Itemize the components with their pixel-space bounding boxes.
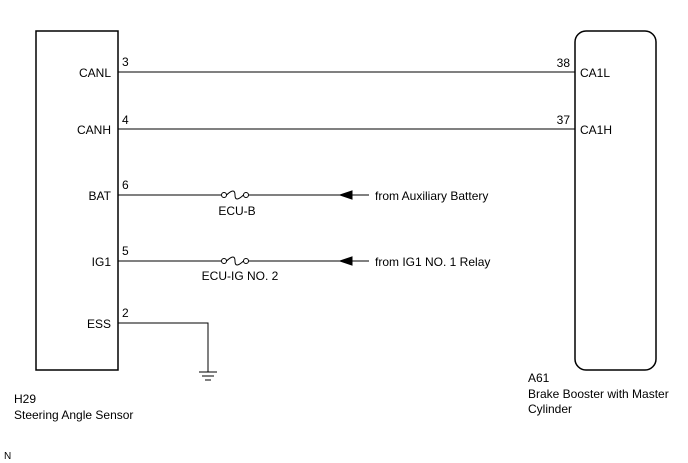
pin-label-ig1: IG1 — [92, 255, 112, 269]
arrow-left-icon — [338, 190, 369, 200]
pin-label-bat: BAT — [89, 189, 112, 203]
pin-number-37: 37 — [557, 113, 571, 127]
pin-label-canl: CANL — [79, 66, 111, 80]
brake-booster-box — [574, 30, 657, 371]
fuse-label-ecu-b: ECU-B — [218, 204, 255, 218]
pin-number-38: 38 — [557, 56, 571, 70]
pin-label-canh: CANH — [77, 123, 111, 137]
source-label-aux-battery: from Auxiliary Battery — [375, 189, 488, 203]
right-component-name-line2: Cylinder — [528, 402, 572, 416]
pin-number-2: 2 — [122, 306, 129, 320]
pin-label-ess: ESS — [87, 317, 111, 331]
fuse-label-ecu-ig: ECU-IG NO. 2 — [202, 269, 279, 283]
ground-icon — [199, 371, 217, 381]
left-component-code: H29 — [14, 392, 36, 406]
pin-label-ca1h: CA1H — [580, 123, 612, 137]
right-component-name-line1: Brake Booster with Master — [528, 387, 669, 401]
pin-number-6: 6 — [122, 178, 129, 192]
fuse-ecu-ig-icon — [221, 256, 249, 266]
footer-mark: N — [4, 451, 11, 462]
fuse-ecu-b-icon — [221, 190, 249, 200]
pin-number-4: 4 — [122, 113, 129, 127]
pin-number-5: 5 — [122, 244, 129, 258]
steering-angle-sensor-box — [35, 30, 119, 371]
right-component-code: A61 — [528, 371, 550, 385]
pin-number-3: 3 — [122, 55, 129, 69]
left-component-name: Steering Angle Sensor — [14, 408, 133, 422]
ess-wire — [118, 322, 209, 372]
arrow-left-icon — [338, 256, 369, 266]
source-label-ig1-relay: from IG1 NO. 1 Relay — [375, 255, 490, 269]
pin-label-ca1l: CA1L — [580, 66, 610, 80]
